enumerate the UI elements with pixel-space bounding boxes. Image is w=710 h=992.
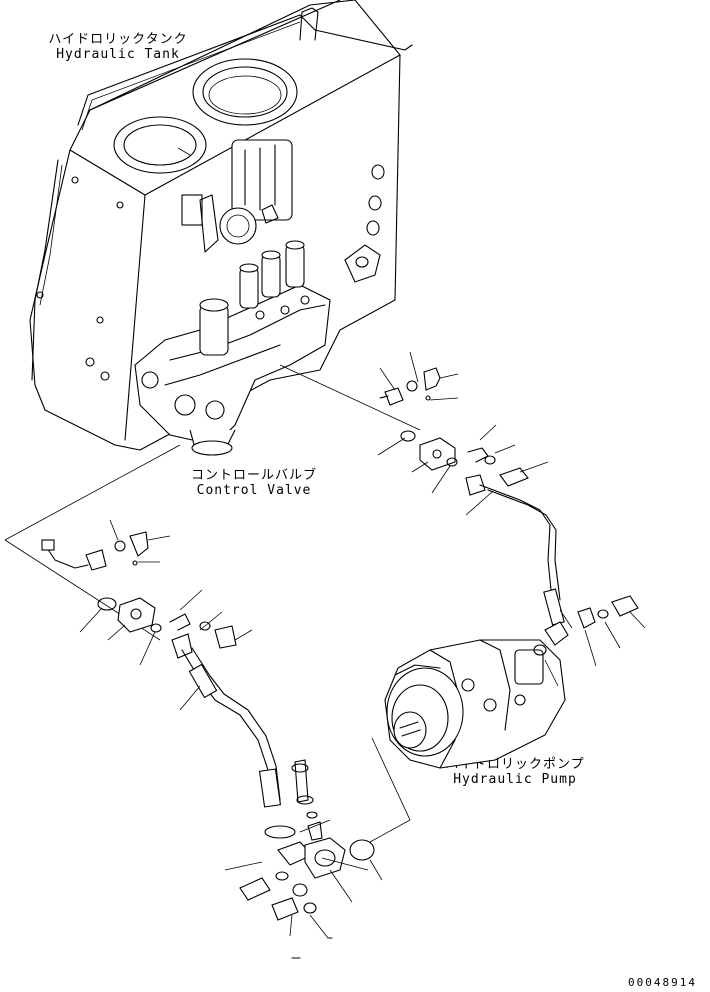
control-valve-label-ja: コントロールバルブ bbox=[190, 468, 317, 483]
leader-cv-right bbox=[279, 364, 421, 431]
lower-fittings bbox=[239, 759, 375, 921]
control-valve-label-en: Control Valve bbox=[196, 483, 312, 498]
hydraulic-tank bbox=[29, 0, 413, 451]
leader-pump-oring bbox=[369, 737, 411, 843]
upper-right-fittings bbox=[379, 367, 569, 646]
hydraulic-tank-label-en: Hydraulic Tank bbox=[56, 47, 180, 62]
pump-side-fittings bbox=[533, 595, 639, 656]
document-number: 00048914 bbox=[628, 976, 697, 989]
left-fittings bbox=[41, 531, 296, 839]
hydraulic-tank-label: ハイドロリックタンク Hydraulic Tank bbox=[48, 32, 188, 62]
hydraulic-pump bbox=[384, 639, 566, 769]
solenoid-stack bbox=[199, 240, 305, 356]
control-valve-label: コントロールバルブ Control Valve bbox=[190, 468, 318, 498]
control-valve bbox=[134, 240, 331, 456]
hydraulic-pump-label-en: Hydraulic Pump bbox=[453, 772, 577, 787]
hydraulic-tank-label-ja: ハイドロリックタンク bbox=[48, 32, 188, 47]
leader-cv-left bbox=[4, 444, 181, 541]
